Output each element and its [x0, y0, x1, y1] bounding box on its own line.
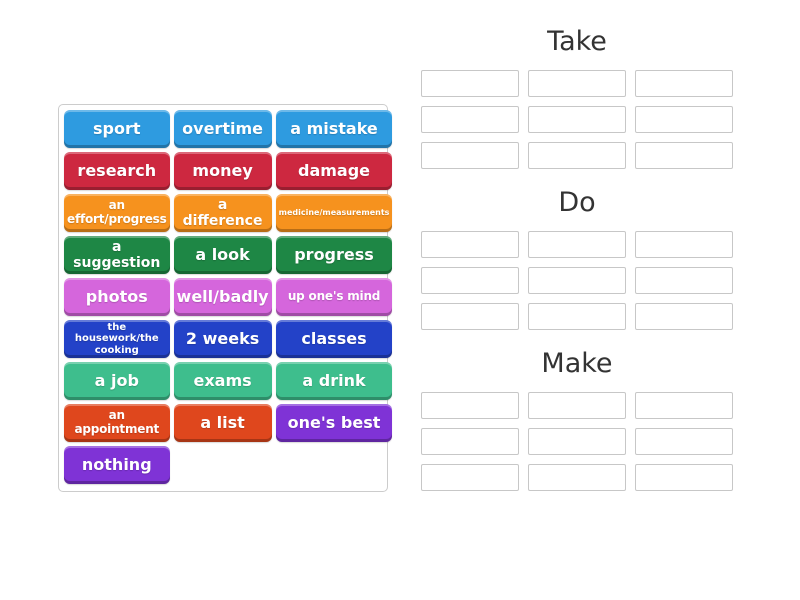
drop-slot-take-2[interactable] [528, 70, 626, 97]
drop-slot-do-3[interactable] [635, 231, 733, 258]
tile-classes[interactable]: classes [275, 320, 393, 358]
tile-money[interactable]: money [173, 152, 272, 190]
group-section-do: Do [421, 187, 733, 330]
drop-slot-make-4[interactable] [421, 428, 519, 455]
drop-slot-make-7[interactable] [421, 464, 519, 491]
drop-slot-do-6[interactable] [635, 267, 733, 294]
tile-a-mistake[interactable]: a mistake [275, 110, 393, 148]
drop-slot-make-6[interactable] [635, 428, 733, 455]
tile-an-appointment[interactable]: an appointment [64, 404, 170, 442]
drop-slot-take-6[interactable] [635, 106, 733, 133]
group-title-do: Do [558, 187, 596, 218]
tile-medicine-measurements[interactable]: medicine/measurements [275, 194, 393, 232]
drop-slot-do-5[interactable] [528, 267, 626, 294]
group-title-make: Make [541, 348, 613, 379]
drop-slot-make-8[interactable] [528, 464, 626, 491]
tile-a-list[interactable]: a list [173, 404, 272, 442]
tile-sport[interactable]: sport [64, 110, 170, 148]
drop-slot-make-2[interactable] [528, 392, 626, 419]
tile-a-job[interactable]: a job [64, 362, 170, 400]
drop-slot-make-5[interactable] [528, 428, 626, 455]
tile-a-difference[interactable]: a difference [173, 194, 272, 232]
drop-slot-do-2[interactable] [528, 231, 626, 258]
drop-zone-grid-make [421, 392, 733, 491]
tile-overtime[interactable]: overtime [173, 110, 272, 148]
drop-slot-make-3[interactable] [635, 392, 733, 419]
drop-slot-take-8[interactable] [528, 142, 626, 169]
tile-progress[interactable]: progress [275, 236, 393, 274]
drop-slot-take-1[interactable] [421, 70, 519, 97]
drop-slot-make-9[interactable] [635, 464, 733, 491]
drop-slot-take-5[interactable] [528, 106, 626, 133]
tile-an-effort-progress[interactable]: an effort/progress [64, 194, 170, 232]
tile-a-look[interactable]: a look [173, 236, 272, 274]
group-title-take: Take [547, 26, 607, 57]
drop-slot-do-1[interactable] [421, 231, 519, 258]
drop-slot-take-7[interactable] [421, 142, 519, 169]
tile-a-suggestion[interactable]: a suggestion [64, 236, 170, 274]
tile-a-drink[interactable]: a drink [275, 362, 393, 400]
tile-research[interactable]: research [64, 152, 170, 190]
tile-exams[interactable]: exams [173, 362, 272, 400]
drop-slot-do-9[interactable] [635, 303, 733, 330]
tile-the-housework-the-cooking[interactable]: the housework/the cooking [64, 320, 170, 358]
drop-slot-do-4[interactable] [421, 267, 519, 294]
tile-2-weeks[interactable]: 2 weeks [173, 320, 272, 358]
drop-slot-do-7[interactable] [421, 303, 519, 330]
drop-slot-take-4[interactable] [421, 106, 519, 133]
drop-zone-grid-do [421, 231, 733, 330]
tile-one-s-best[interactable]: one's best [275, 404, 393, 442]
drop-slot-take-3[interactable] [635, 70, 733, 97]
group-section-take: Take [421, 26, 733, 169]
tile-damage[interactable]: damage [275, 152, 393, 190]
drop-slot-make-1[interactable] [421, 392, 519, 419]
tile-well-badly[interactable]: well/badly [173, 278, 272, 316]
group-section-make: Make [421, 348, 733, 491]
tile-photos[interactable]: photos [64, 278, 170, 316]
drop-slot-do-8[interactable] [528, 303, 626, 330]
tile-up-one-s-mind[interactable]: up one's mind [275, 278, 393, 316]
drop-slot-take-9[interactable] [635, 142, 733, 169]
drop-zone-grid-take [421, 70, 733, 169]
tile-nothing[interactable]: nothing [64, 446, 170, 484]
